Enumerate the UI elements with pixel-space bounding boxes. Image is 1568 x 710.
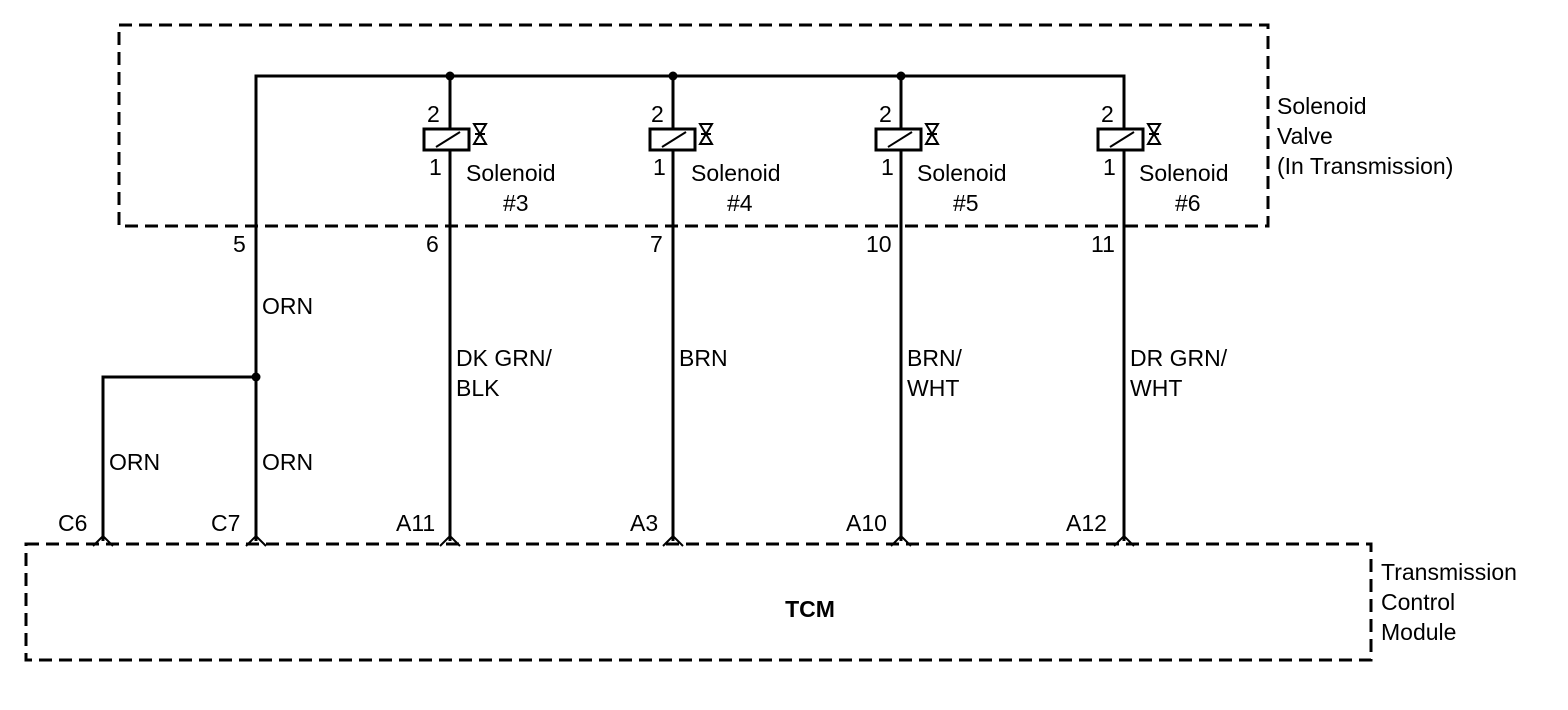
valve-symbol-icon [1146, 123, 1162, 145]
feed-connector-pin: 5 [233, 231, 246, 257]
tcm-pin: A3 [630, 510, 658, 536]
solenoid-number: #5 [953, 190, 979, 216]
connector-pin: 6 [426, 231, 439, 257]
solenoid-pin-bottom: 1 [881, 154, 894, 180]
solenoid-3: 2 1 Solenoid #3 6 DK GRN/ BLK A11 [396, 76, 556, 547]
solenoid-valve-box [117, 23, 1270, 228]
solenoid-5: 2 1 Solenoid #5 10 BRN/ WHT A10 [846, 76, 1007, 547]
wire-color-line1: BRN [679, 345, 728, 371]
valve-symbol-icon [698, 123, 714, 145]
solenoid-pin-top: 2 [1101, 101, 1114, 127]
solenoid-number: #4 [727, 190, 753, 216]
solenoid-box-label-1: Solenoid [1277, 93, 1367, 119]
tcm-terminal [890, 534, 912, 547]
wire-color-line2: WHT [907, 375, 959, 401]
solenoid-pin-bottom: 1 [653, 154, 666, 180]
tcm-terminal [662, 534, 684, 547]
tcm-box-label-1: Transmission [1381, 559, 1517, 585]
solenoid-number: #6 [1175, 190, 1201, 216]
feed-wire-color-lower: ORN [262, 449, 313, 475]
common-feed-bus [254, 74, 1126, 541]
wire-color-line1: DR GRN/ [1130, 345, 1228, 371]
wire-color-line1: BRN/ [907, 345, 963, 371]
solenoid-6: 2 1 Solenoid #6 11 DR GRN/ WHT A12 [1066, 101, 1229, 547]
solenoid-name: Solenoid [691, 160, 781, 186]
solenoid-pin-bottom: 1 [429, 154, 442, 180]
wire-color-line1: DK GRN/ [456, 345, 552, 371]
connector-pin: 10 [866, 231, 892, 257]
solenoid-pin-top: 2 [651, 101, 664, 127]
tcm-pin: A10 [846, 510, 887, 536]
feed-branch-wire [101, 375, 256, 541]
splice-dot [251, 372, 261, 382]
connector-pin: 11 [1091, 231, 1115, 257]
solenoid-name: Solenoid [1139, 160, 1229, 186]
tcm-box-label-2: Control [1381, 589, 1455, 615]
tcm-terminal-c7 [245, 534, 267, 547]
valve-symbol-icon [472, 123, 488, 145]
valve-symbol-icon [924, 123, 940, 145]
solenoid-box-label-2: Valve [1277, 123, 1333, 149]
solenoid-name: Solenoid [917, 160, 1007, 186]
tcm-box-label-3: Module [1381, 619, 1456, 645]
solenoid-number: #3 [503, 190, 529, 216]
feed-wire-color-upper: ORN [262, 293, 313, 319]
wire-color-line2: WHT [1130, 375, 1182, 401]
tcm-box [24, 542, 1373, 662]
connector-pin: 7 [650, 231, 663, 257]
tcm-terminal [1113, 534, 1135, 547]
solenoid-4: 2 1 Solenoid #4 7 BRN A3 [630, 76, 781, 547]
wire-color-line2: BLK [456, 375, 500, 401]
tcm-pin-c6: C6 [58, 510, 87, 536]
tcm-terminal-c6 [92, 534, 114, 547]
tcm-pin-c7: C7 [211, 510, 240, 536]
solenoid-box-label-3: (In Transmission) [1277, 153, 1453, 179]
tcm-pin: A12 [1066, 510, 1107, 536]
solenoid-pin-bottom: 1 [1103, 154, 1116, 180]
solenoid-pin-top: 2 [427, 101, 440, 127]
solenoid-name: Solenoid [466, 160, 556, 186]
solenoid-pin-top: 2 [879, 101, 892, 127]
tcm-name: TCM [785, 596, 835, 622]
tcm-terminal [439, 534, 461, 547]
branch-wire-color: ORN [109, 449, 160, 475]
tcm-pin: A11 [396, 510, 435, 536]
